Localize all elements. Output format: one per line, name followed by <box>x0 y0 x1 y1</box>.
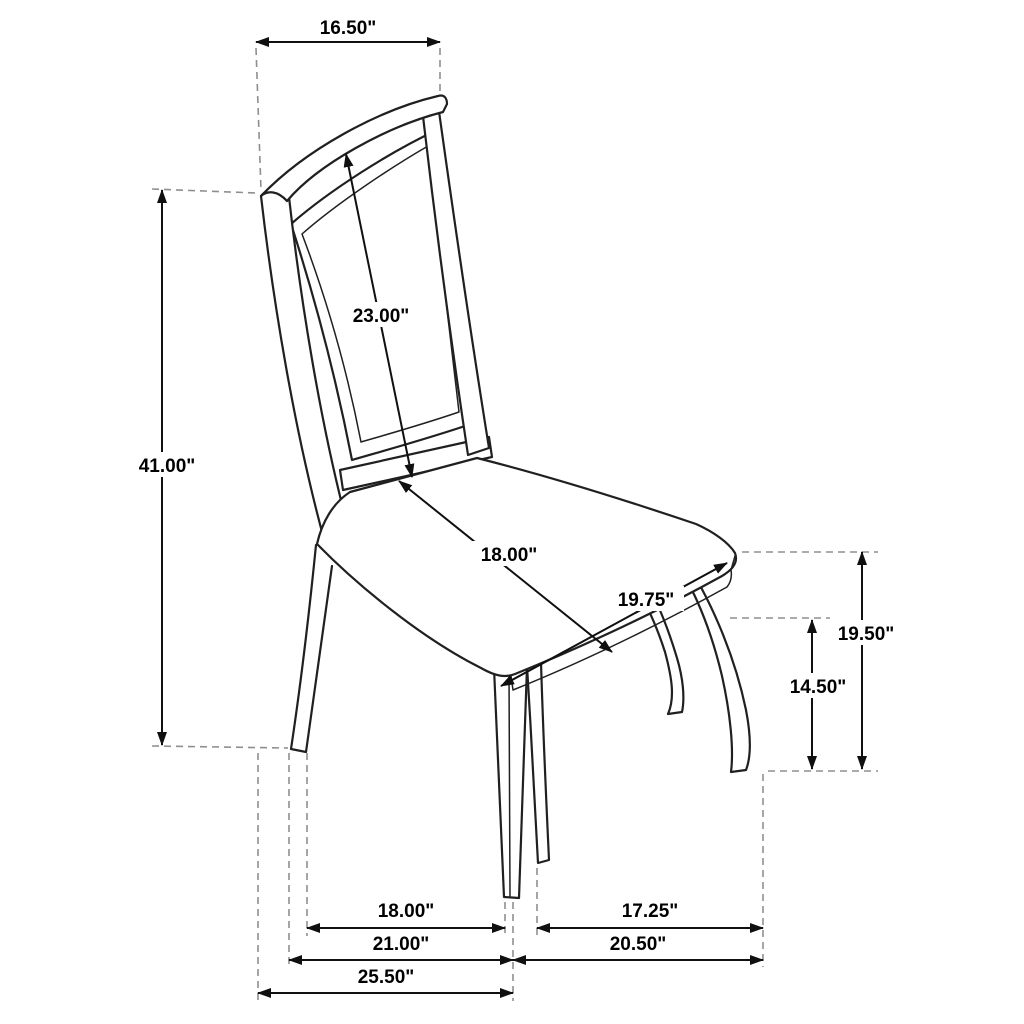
chair-drawing <box>259 94 751 900</box>
label-bg <box>780 673 856 698</box>
label-bg <box>828 620 904 645</box>
ext-height-top <box>151 188 257 194</box>
label-seat-width: 18.00" <box>481 545 538 566</box>
dimension-labels: 16.50" 23.00" 41.00" 18.00" 19.75" 19.50… <box>129 18 904 988</box>
ext-height-bottom <box>151 745 289 749</box>
label-bg <box>608 586 684 611</box>
chair-rear-left-leg <box>289 543 334 754</box>
label-front-leg-span: 18.00" <box>378 901 435 922</box>
label-bg <box>129 452 205 477</box>
ext-top-left <box>255 47 262 191</box>
label-base-depth: 20.50" <box>610 934 667 955</box>
extension-lines <box>151 47 878 1001</box>
chair-top-rail <box>259 94 449 203</box>
label-overall-height: 41.00" <box>139 456 196 477</box>
label-top-width: 16.50" <box>320 18 377 39</box>
label-back-height: 23.00" <box>353 306 410 327</box>
label-bg <box>343 302 419 327</box>
dim-seat-depth-line <box>500 562 728 687</box>
label-seat-depth: 19.75" <box>618 590 675 611</box>
chair-front-left-leg-corner <box>508 671 511 897</box>
chair-front-right-leg <box>525 660 551 865</box>
label-base-width: 21.00" <box>373 934 430 955</box>
label-overall-depth: 25.50" <box>358 967 415 988</box>
chair-front-left-leg <box>492 664 529 900</box>
label-bg <box>471 541 547 566</box>
label-clearance-height: 14.50" <box>790 677 847 698</box>
label-seat-height: 19.50" <box>838 624 895 645</box>
chair-right-stile <box>421 95 491 457</box>
label-side-leg-span: 17.25" <box>622 901 679 922</box>
